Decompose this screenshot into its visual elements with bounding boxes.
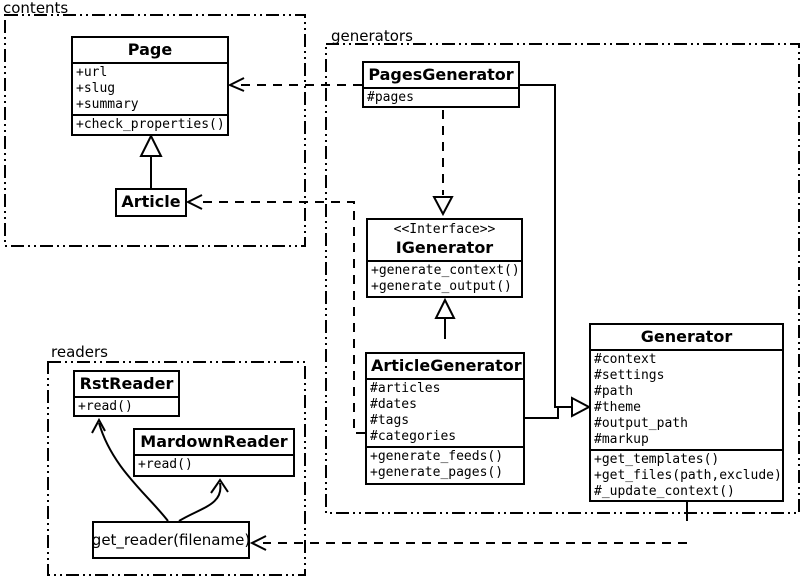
edge-article-extends-page [139, 133, 163, 189]
class-box-igenerator: <<Interface>> IGenerator +generate_conte… [366, 218, 523, 298]
method-row: +get_files(path,exclude) [594, 468, 782, 483]
package-label-generators: generators [331, 27, 413, 45]
attributes-generator: #context #settings #path #theme #output_… [591, 349, 782, 449]
attributes-articlegenerator: #articles #dates #tags #categories [367, 378, 523, 446]
class-box-rstreader: RstReader +read() [73, 370, 180, 417]
methods-articlegenerator: +generate_feeds() +generate_pages() [367, 446, 523, 482]
attr-row: #markup [594, 432, 649, 447]
method-row: +generate_pages() [370, 465, 504, 480]
method-row: +generate_feeds() [370, 449, 504, 464]
attr-row: #settings [594, 368, 665, 383]
edge-getreader-to-rstreader [91, 417, 169, 522]
attr-row: #tags [370, 413, 410, 428]
class-title-generator: Generator [640, 327, 733, 346]
attributes-page: +url +slug +summary [73, 62, 227, 114]
method-row: +check_properties() [76, 117, 225, 132]
class-title-pagesgenerator: PagesGenerator [368, 65, 514, 84]
edge-articlegenerator-implements-igenerator [434, 297, 456, 339]
attr-row: +slug [76, 81, 116, 96]
package-border-generators [325, 43, 800, 514]
attr-row: #articles [370, 381, 441, 396]
attributes-pagesgenerator: #pages [364, 87, 518, 106]
package-border-readers [47, 361, 306, 576]
class-title-article: Article [121, 192, 181, 211]
attr-row: #output_path [594, 416, 688, 431]
class-box-articlegenerator: ArticleGenerator #articles #dates #tags … [365, 352, 525, 485]
method-row: +read() [78, 399, 133, 414]
methods-mardownreader: +read() [135, 454, 293, 474]
class-title-mardownreader: MardownReader [140, 432, 288, 451]
method-row: +generate_output() [371, 279, 512, 294]
edge-pagesgenerator-extends-generator [519, 84, 571, 408]
class-box-generator: Generator #context #settings #path #them… [589, 323, 784, 502]
methods-page: +check_properties() [73, 114, 227, 134]
edge-generator-depends-getreader [249, 502, 688, 551]
edge-articlegenerator-extends-generator [525, 407, 559, 419]
attr-row: #dates [370, 397, 417, 412]
method-row: +get_templates() [594, 452, 720, 467]
class-box-pagesgenerator: PagesGenerator #pages [362, 61, 520, 108]
attr-row: #categories [370, 429, 457, 444]
class-title-igenerator: IGenerator [395, 238, 494, 257]
methods-rstreader: +read() [75, 396, 178, 415]
function-box-get-reader: get_reader(filename) [92, 521, 250, 559]
class-title-rstreader: RstReader [79, 374, 174, 393]
attr-row: #pages [367, 90, 414, 105]
package-label-readers: readers [51, 343, 108, 361]
function-label-get-reader: get_reader(filename) [91, 531, 251, 549]
method-row: +read() [138, 457, 193, 472]
generalization-arrowhead-generator [571, 396, 592, 418]
package-label-contents: contents [3, 0, 69, 17]
method-row: +generate_context() [371, 263, 520, 278]
attr-row: #path [594, 384, 634, 399]
edge-articlegenerator-depends-article [185, 194, 365, 434]
edge-getreader-to-mardownreader [178, 478, 229, 522]
methods-generator: +get_templates() +get_files(path,exclude… [591, 449, 782, 500]
edge-pagesgenerator-depends-page [227, 77, 362, 92]
methods-igenerator: +generate_context() +generate_output() [368, 260, 521, 296]
stereotype-igenerator: <<Interface>> [393, 222, 496, 237]
edge-pagesgenerator-implements-igenerator [432, 110, 454, 217]
attr-row: +url [76, 65, 108, 80]
class-box-article: Article [115, 188, 187, 217]
attr-row: #context [594, 352, 657, 367]
attr-row: +summary [76, 97, 139, 112]
class-title-page: Page [127, 40, 173, 59]
class-box-page: Page +url +slug +summary +check_properti… [71, 36, 229, 136]
package-border-contents [4, 14, 306, 247]
method-row: #_update_context() [594, 484, 735, 499]
attr-row: #theme [594, 400, 641, 415]
class-box-mardownreader: MardownReader +read() [133, 428, 295, 477]
class-title-articlegenerator: ArticleGenerator [371, 356, 522, 375]
